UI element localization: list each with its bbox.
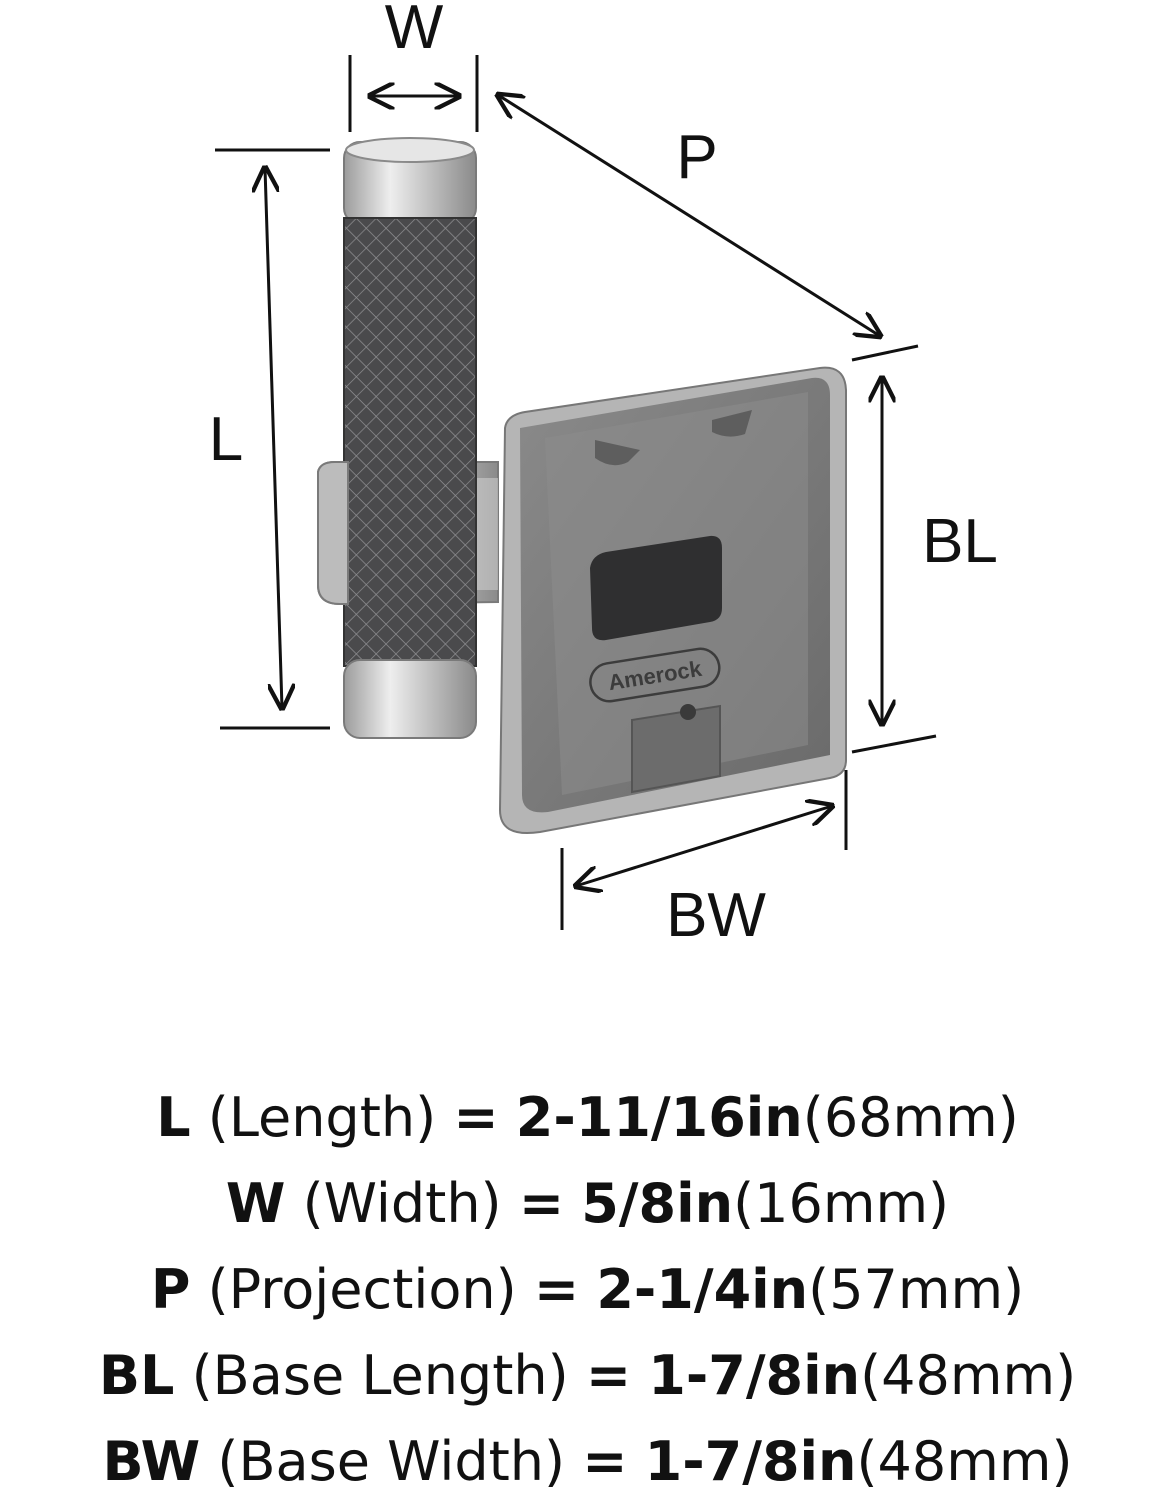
- spec-imperial: 2-11/16in: [515, 1086, 803, 1149]
- spec-equals: =: [585, 1344, 632, 1407]
- base-plate: Amerock: [498, 366, 847, 834]
- spec-description: (Base Width): [217, 1430, 566, 1493]
- label-p: P: [676, 123, 717, 192]
- spec-code: L: [156, 1086, 191, 1149]
- label-w: W: [385, 0, 444, 62]
- spec-row-length: L (Length) = 2-11/16in(68mm): [0, 1075, 1175, 1161]
- spec-imperial: 1-7/8in: [648, 1344, 861, 1407]
- spec-row-base-width: BW (Base Width) = 1-7/8in(48mm): [0, 1419, 1175, 1505]
- spec-metric: (16mm): [733, 1172, 950, 1235]
- screw-hole: [680, 704, 696, 720]
- dimension-lines: [215, 55, 937, 930]
- spec-equals: =: [453, 1086, 499, 1149]
- hook-dimension-diagram: Amerock W P L BL B: [209, 0, 998, 950]
- label-bw: BW: [666, 881, 766, 950]
- spec-metric: (68mm): [802, 1086, 1019, 1149]
- spec-row-base-length: BL (Base Length) = 1-7/8in(48mm): [0, 1333, 1175, 1419]
- knurled-post: [317, 137, 477, 739]
- spec-equals: =: [518, 1172, 565, 1235]
- spec-description: (Base Length): [191, 1344, 569, 1407]
- label-bl: BL: [922, 507, 998, 576]
- dimension-spec-list: L (Length) = 2-11/16in(68mm) W (Width) =…: [0, 1075, 1175, 1505]
- spec-metric: (48mm): [856, 1430, 1073, 1493]
- spec-description: (Length): [207, 1086, 437, 1149]
- spec-code: BW: [102, 1430, 201, 1493]
- spec-code: W: [225, 1172, 286, 1235]
- spec-equals: =: [533, 1258, 580, 1321]
- label-l: L: [209, 405, 243, 474]
- spec-row-width: W (Width) = 5/8in(16mm): [0, 1161, 1175, 1247]
- spec-metric: (48mm): [860, 1344, 1077, 1407]
- spec-imperial: 1-7/8in: [644, 1430, 857, 1493]
- spec-code: P: [150, 1258, 191, 1321]
- spec-row-projection: P (Projection) = 2-1/4in(57mm): [0, 1247, 1175, 1333]
- spec-equals: =: [582, 1430, 628, 1493]
- spec-metric: (57mm): [808, 1258, 1025, 1321]
- mounting-slot: [590, 535, 722, 641]
- spec-description: (Projection): [207, 1258, 517, 1321]
- spec-imperial: 2-1/4in: [596, 1258, 809, 1321]
- spec-imperial: 5/8in: [581, 1172, 734, 1235]
- spec-description: (Width): [302, 1172, 502, 1235]
- spec-code: BL: [98, 1344, 175, 1407]
